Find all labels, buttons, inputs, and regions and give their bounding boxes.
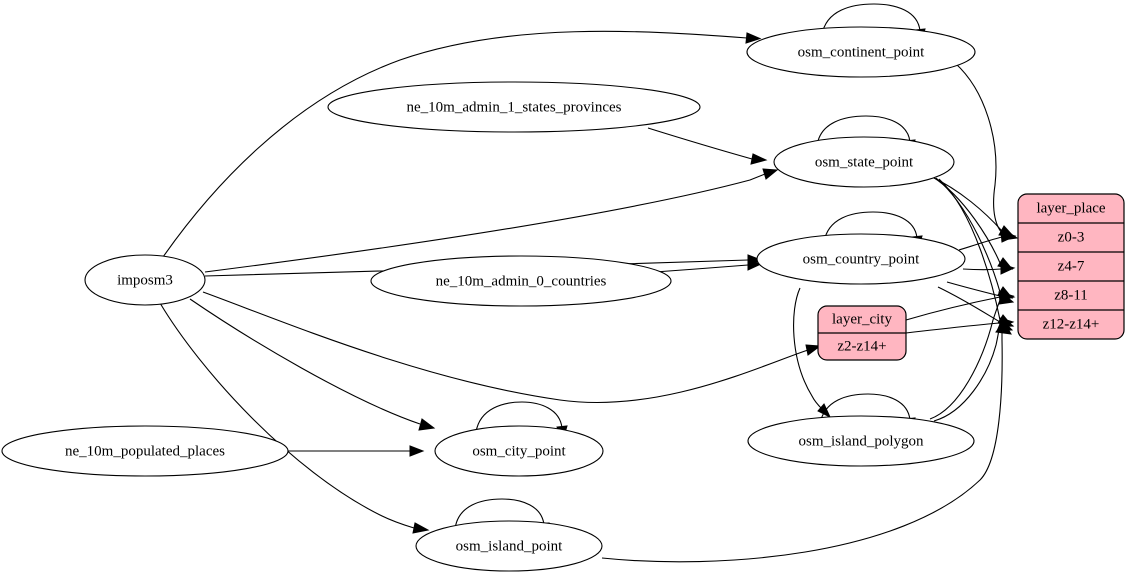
arrowhead-imposm3-osm-state-point bbox=[762, 168, 779, 180]
edge-self-osm-city-point bbox=[475, 401, 563, 433]
osm-island-polygon-label: osm_island_polygon bbox=[798, 433, 924, 449]
node-ne-10m-admin-1-states-provinces[interactable]: ne_10m_admin_1_states_provinces bbox=[327, 81, 701, 133]
edge-ne-admin1-to-osm-state-point bbox=[647, 127, 753, 160]
arrowhead-imposm3-osm-city-point bbox=[418, 418, 436, 431]
arrowhead-ne-admin1-osm-state-point bbox=[750, 153, 768, 165]
ne-admin0-ellipse[interactable] bbox=[370, 255, 672, 307]
edge-osm-island-polygon-to-layer-place-z12-z14 bbox=[933, 324, 1001, 422]
node-layer-place[interactable]: layer_place z0-3 z4-7 z8-11 z12-z14+ bbox=[1017, 193, 1125, 340]
ne-admin1-ellipse[interactable] bbox=[327, 81, 701, 133]
edge-osm-state-point-to-layer-place-z8-11 bbox=[935, 177, 1001, 293]
edge-imposm3-to-layer-city bbox=[202, 291, 809, 404]
node-osm-country-point[interactable]: osm_country_point bbox=[756, 233, 966, 285]
edge-osm-state-point-to-layer-place-z0-3 bbox=[929, 175, 1003, 232]
layer-city-header-label: layer_city bbox=[832, 311, 892, 327]
osm-island-polygon-ellipse[interactable] bbox=[747, 415, 975, 467]
ne-populated-label: ne_10m_populated_places bbox=[65, 443, 225, 459]
ne-admin0-label: ne_10m_admin_0_countries bbox=[436, 273, 607, 289]
osm-continent-point-ellipse[interactable] bbox=[746, 26, 976, 78]
arrowhead-ne-admin0-osm-country-point bbox=[747, 259, 763, 271]
node-layer-city[interactable]: layer_city z2-z14+ bbox=[817, 305, 907, 361]
edge-self-osm-country-point bbox=[823, 211, 918, 243]
edge-self-osm-continent-point bbox=[821, 3, 921, 36]
edge-osm-country-point-to-osm-island-polygon bbox=[793, 287, 823, 410]
edge-osm-country-point-to-layer-place-z8-11 bbox=[946, 281, 1001, 297]
node-osm-continent-point[interactable]: osm_continent_point bbox=[746, 26, 976, 78]
edge-osm-continent-point-to-layer-place-z0-3 bbox=[954, 62, 1005, 236]
edge-imposm3-to-osm-island-point bbox=[159, 302, 415, 529]
arrowhead-osm-island-point-layer-place-z12-z14 bbox=[995, 321, 1012, 335]
osm-country-point-label: osm_country_point bbox=[803, 251, 920, 267]
layer-place-box[interactable] bbox=[1017, 193, 1125, 340]
edge-layer-city-to-layer-place-z8-11 bbox=[905, 296, 1001, 321]
node-osm-island-polygon[interactable]: osm_island_polygon bbox=[747, 415, 975, 467]
arrowhead-osm-country-point-layer-place-z4-7 bbox=[1000, 263, 1016, 275]
arrowhead-imposm3-layer-city bbox=[805, 344, 822, 356]
node-imposm3[interactable]: imposm3 bbox=[84, 254, 206, 306]
arrowhead-osm-island-polygon-layer-place-z8-11 bbox=[998, 292, 1015, 305]
node-osm-state-point[interactable]: osm_state_point bbox=[773, 136, 955, 188]
edge-layer-city-to-layer-place-z12-z14 bbox=[905, 322, 1001, 334]
osm-city-point-ellipse[interactable] bbox=[434, 425, 604, 477]
edge-osm-country-point-to-layer-place-z4-7 bbox=[962, 268, 1002, 271]
arrowhead-imposm3-osm-island-point bbox=[412, 522, 430, 534]
layer-place-row-z8-11-label: z8-11 bbox=[1054, 287, 1088, 303]
node-layer: imposm3 ne_10m_admin_1_states_provinces … bbox=[1, 26, 1125, 572]
imposm3-ellipse[interactable] bbox=[84, 254, 206, 306]
edge-osm-country-point-to-layer-place-z0-3 bbox=[958, 236, 1003, 251]
layer-place-row-z4-7-label: z4-7 bbox=[1058, 258, 1085, 274]
edge-self-osm-state-point bbox=[816, 115, 911, 147]
edge-imposm3-to-osm-state-point bbox=[204, 173, 766, 273]
osm-continent-point-label: osm_continent_point bbox=[798, 44, 925, 60]
node-osm-island-point[interactable]: osm_island_point bbox=[415, 520, 603, 572]
edge-osm-country-point-to-layer-place-z12-z14 bbox=[937, 286, 1001, 323]
osm-state-point-label: osm_state_point bbox=[815, 154, 914, 170]
layer-city-row-z2-z14-label: z2-z14+ bbox=[837, 338, 886, 354]
osm-city-point-label: osm_city_point bbox=[472, 443, 566, 459]
edge-imposm3-to-osm-continent-point bbox=[162, 30, 748, 258]
layer-place-row-z12-z14-label: z12-z14+ bbox=[1043, 316, 1100, 332]
node-osm-city-point[interactable]: osm_city_point bbox=[434, 425, 604, 477]
arrowhead-imposm3-osm-continent-point bbox=[745, 32, 762, 44]
osm-island-point-ellipse[interactable] bbox=[415, 520, 603, 572]
ne-populated-ellipse[interactable] bbox=[1, 425, 289, 477]
imposm3-label: imposm3 bbox=[117, 272, 173, 288]
osm-state-point-ellipse[interactable] bbox=[773, 136, 955, 188]
osm-island-point-label: osm_island_point bbox=[456, 538, 564, 554]
edge-osm-island-point-to-layer-place-z12-z14 bbox=[601, 327, 1003, 563]
arrowhead-ne-populated-osm-city-point bbox=[409, 445, 425, 457]
edge-ne-admin0-to-osm-country-point bbox=[654, 264, 749, 273]
node-ne-10m-populated-places[interactable]: ne_10m_populated_places bbox=[1, 425, 289, 477]
edge-self-osm-island-point bbox=[454, 498, 545, 530]
node-ne-10m-admin-0-countries[interactable]: ne_10m_admin_0_countries bbox=[370, 255, 672, 307]
arrowhead-osm-country-point-osm-island-polygon bbox=[817, 403, 832, 419]
arrowhead-osm-country-point-layer-place-z0-3 bbox=[1000, 231, 1017, 243]
osm-country-point-ellipse[interactable] bbox=[756, 233, 966, 285]
layer-place-header-label: layer_place bbox=[1036, 200, 1105, 216]
edge-self-osm-island-polygon bbox=[819, 393, 911, 425]
ne-admin1-label: ne_10m_admin_1_states_provinces bbox=[407, 99, 622, 115]
edge-imposm3-to-osm-city-point bbox=[189, 298, 421, 425]
layer-place-row-z0-3-label: z0-3 bbox=[1058, 229, 1085, 245]
